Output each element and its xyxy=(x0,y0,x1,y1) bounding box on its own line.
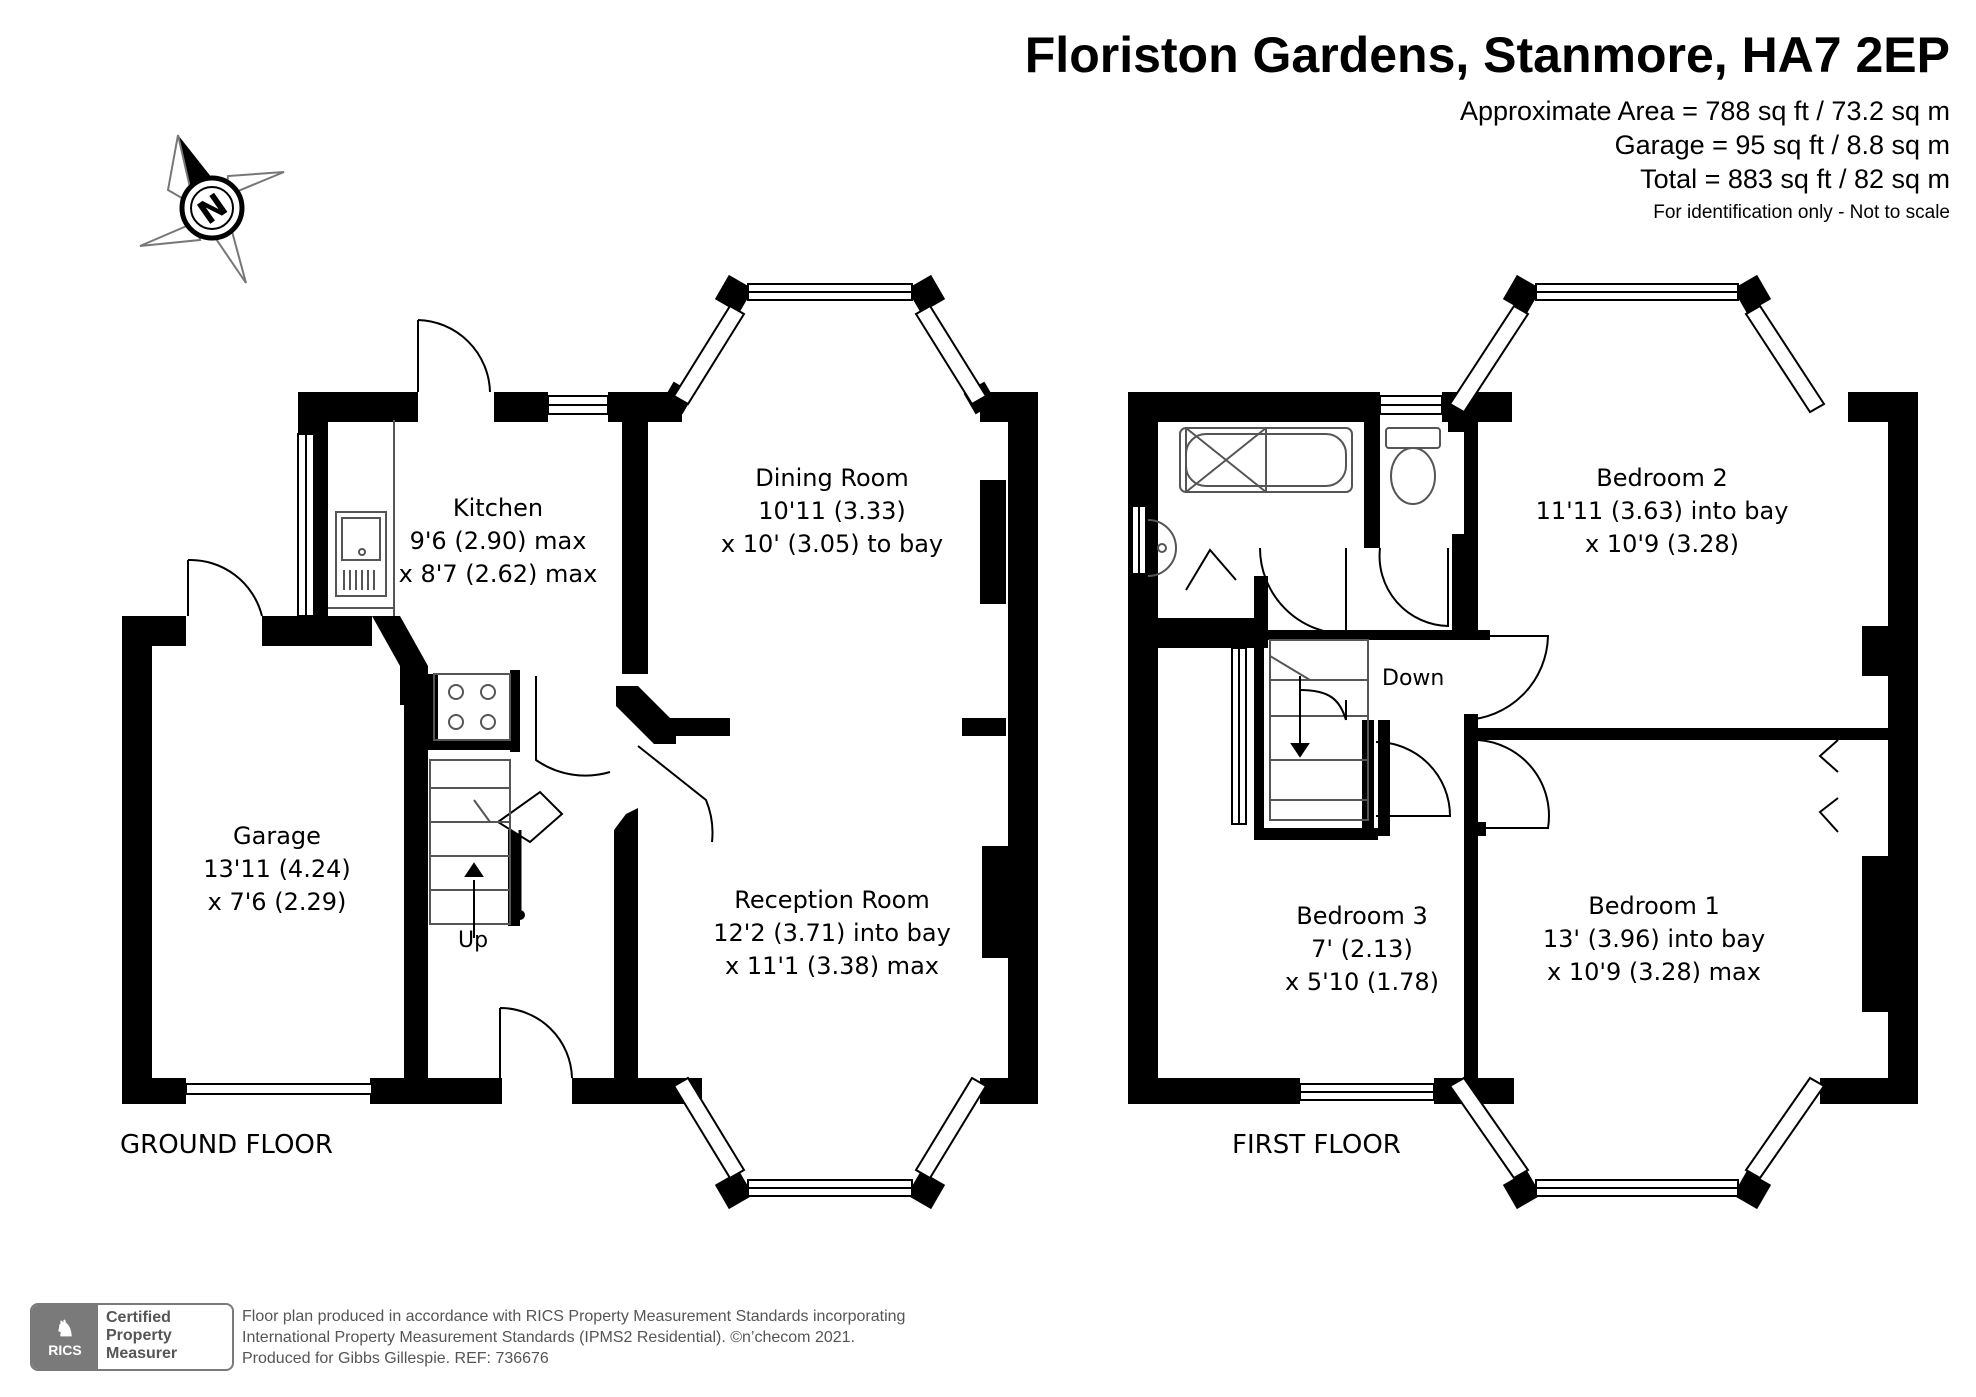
ground-floor-doors xyxy=(187,319,714,1079)
room-dimension: x 8'7 (2.62) max xyxy=(398,560,598,588)
room-dimension: 13' (3.96) into bay xyxy=(1542,925,1766,953)
room-dimension: x 10' (3.05) to bay xyxy=(720,530,944,558)
footer-line: International Property Measurement Stand… xyxy=(242,1329,855,1346)
room-dimension: x 10'9 (3.28) max xyxy=(1547,958,1761,986)
room-dimension: x 5'10 (1.78) xyxy=(1284,968,1440,996)
room-dimension: x 11'1 (3.38) max xyxy=(725,952,939,980)
stairs-up-label: Up xyxy=(458,928,489,953)
first-floor-label: FIRST FLOOR xyxy=(1232,1130,1401,1160)
room-dining: Dining Room 10'11 (3.33) x 10' (3.05) to… xyxy=(721,462,943,561)
footer-line: Floor plan produced in accordance with R… xyxy=(242,1308,906,1325)
room-bedroom-3: Bedroom 3 7' (2.13) x 5'10 (1.78) xyxy=(1285,900,1439,999)
room-dimension: x 10'9 (3.28) xyxy=(1584,530,1740,558)
first-floor-windows xyxy=(1131,283,1826,1197)
footer-disclaimer: Floor plan produced in accordance with R… xyxy=(242,1306,905,1369)
room-dimension: 12'2 (3.71) into bay xyxy=(713,919,951,947)
room-kitchen: Kitchen 9'6 (2.90) max x 8'7 (2.62) max xyxy=(399,492,598,591)
room-dimension: 10'11 (3.33) xyxy=(758,497,906,525)
room-name: Kitchen xyxy=(452,494,544,522)
total-area: Total = 883 sq ft / 82 sq m xyxy=(1640,164,1950,194)
room-bedroom-2: Bedroom 2 11'11 (3.63) into bay x 10'9 (… xyxy=(1536,462,1789,561)
rics-logo: ♞ RICS xyxy=(32,1305,98,1369)
ground-floor-walls xyxy=(122,274,1038,1210)
room-dimension: 7' (2.13) xyxy=(1311,935,1413,963)
badge-line: Certified xyxy=(106,1309,171,1326)
rics-lion-icon: ♞ xyxy=(55,1316,75,1341)
room-reception: Reception Room 12'2 (3.71) into bay x 11… xyxy=(713,884,951,983)
room-name: Bedroom 3 xyxy=(1296,902,1428,930)
first-floor-doors xyxy=(1185,547,1839,833)
badge-line: Measurer xyxy=(106,1345,178,1362)
room-name: Bedroom 1 xyxy=(1588,892,1720,920)
ground-floor-fixtures xyxy=(328,420,525,938)
room-name: Bedroom 2 xyxy=(1596,464,1728,492)
room-dimension: 9'6 (2.90) max xyxy=(409,527,587,555)
north-arrow-icon: N xyxy=(139,134,285,284)
stairs-down-label: Down xyxy=(1382,666,1445,691)
room-garage: Garage 13'11 (4.24) x 7'6 (2.29) xyxy=(203,820,350,919)
garage-area: Garage = 95 sq ft / 8.8 sq m xyxy=(1614,130,1950,160)
badge-line: Property xyxy=(106,1327,172,1344)
property-title: Floriston Gardens, Stanmore, HA7 2EP xyxy=(1024,27,1950,83)
room-name: Reception Room xyxy=(734,886,930,914)
ground-floor-chimney xyxy=(980,480,1008,958)
room-dimension: 13'11 (4.24) xyxy=(203,855,351,883)
ground-floor-label: GROUND FLOOR xyxy=(120,1130,333,1160)
room-dimension: 11'11 (3.63) into bay xyxy=(1535,497,1789,525)
room-name: Dining Room xyxy=(755,464,909,492)
footer-line: Produced for Gibbs Gillespie. REF: 73667… xyxy=(242,1350,549,1367)
room-bedroom-1: Bedroom 1 13' (3.96) into bay x 10'9 (3.… xyxy=(1543,890,1765,989)
scale-note: For identification only - Not to scale xyxy=(1653,202,1950,223)
approximate-area: Approximate Area = 788 sq ft / 73.2 sq m xyxy=(1459,96,1950,126)
first-floor-fixtures xyxy=(1147,427,1441,821)
room-name: Garage xyxy=(233,822,321,850)
rics-badge: ♞ RICS Certified Property Measurer xyxy=(30,1303,234,1371)
rics-logo-text: RICS xyxy=(48,1342,82,1358)
ground-floor-windows xyxy=(185,283,988,1197)
badge-text: Certified Property Measurer xyxy=(98,1305,232,1369)
room-dimension: x 7'6 (2.29) xyxy=(207,888,347,916)
